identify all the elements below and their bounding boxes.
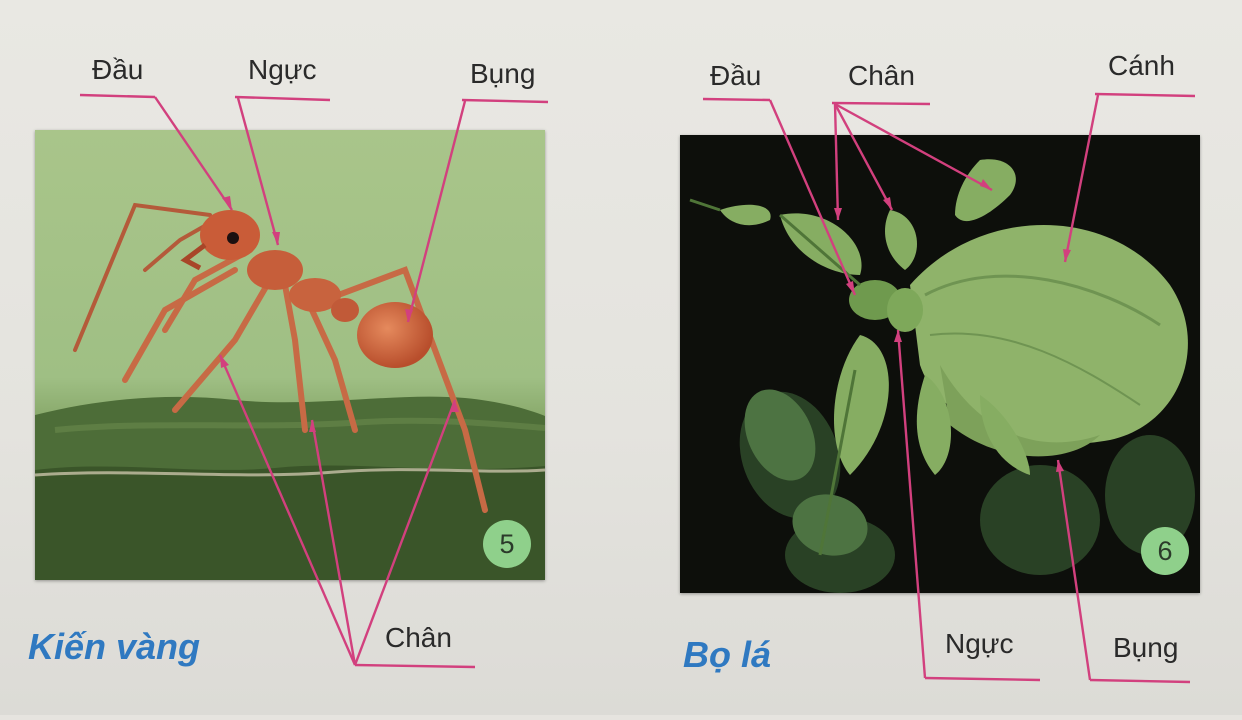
label-abdomen-ant: Bụng [470, 58, 535, 90]
figure-number-badge: 6 [1141, 527, 1189, 575]
label-thorax-ant: Ngực [248, 54, 317, 86]
label-head-ant: Đầu [92, 54, 143, 86]
label-thorax-leaf-insect: Ngực [945, 628, 1014, 660]
label-legs-ant: Chân [385, 622, 452, 654]
caption-leaf-insect: Bọ lá [683, 634, 771, 676]
label-head-leaf-insect: Đầu [710, 60, 761, 92]
leaf-insect-photo: 6 [680, 135, 1200, 593]
caption-yellow-ant: Kiến vàng [28, 626, 200, 668]
label-wings-leaf-insect: Cánh [1108, 50, 1175, 82]
label-abdomen-leaf-insect: Bụng [1113, 632, 1178, 664]
figure-number-badge: 5 [483, 520, 531, 568]
label-legs-leaf-insect: Chân [848, 60, 915, 92]
yellow-ant-photo: 5 [35, 130, 545, 580]
